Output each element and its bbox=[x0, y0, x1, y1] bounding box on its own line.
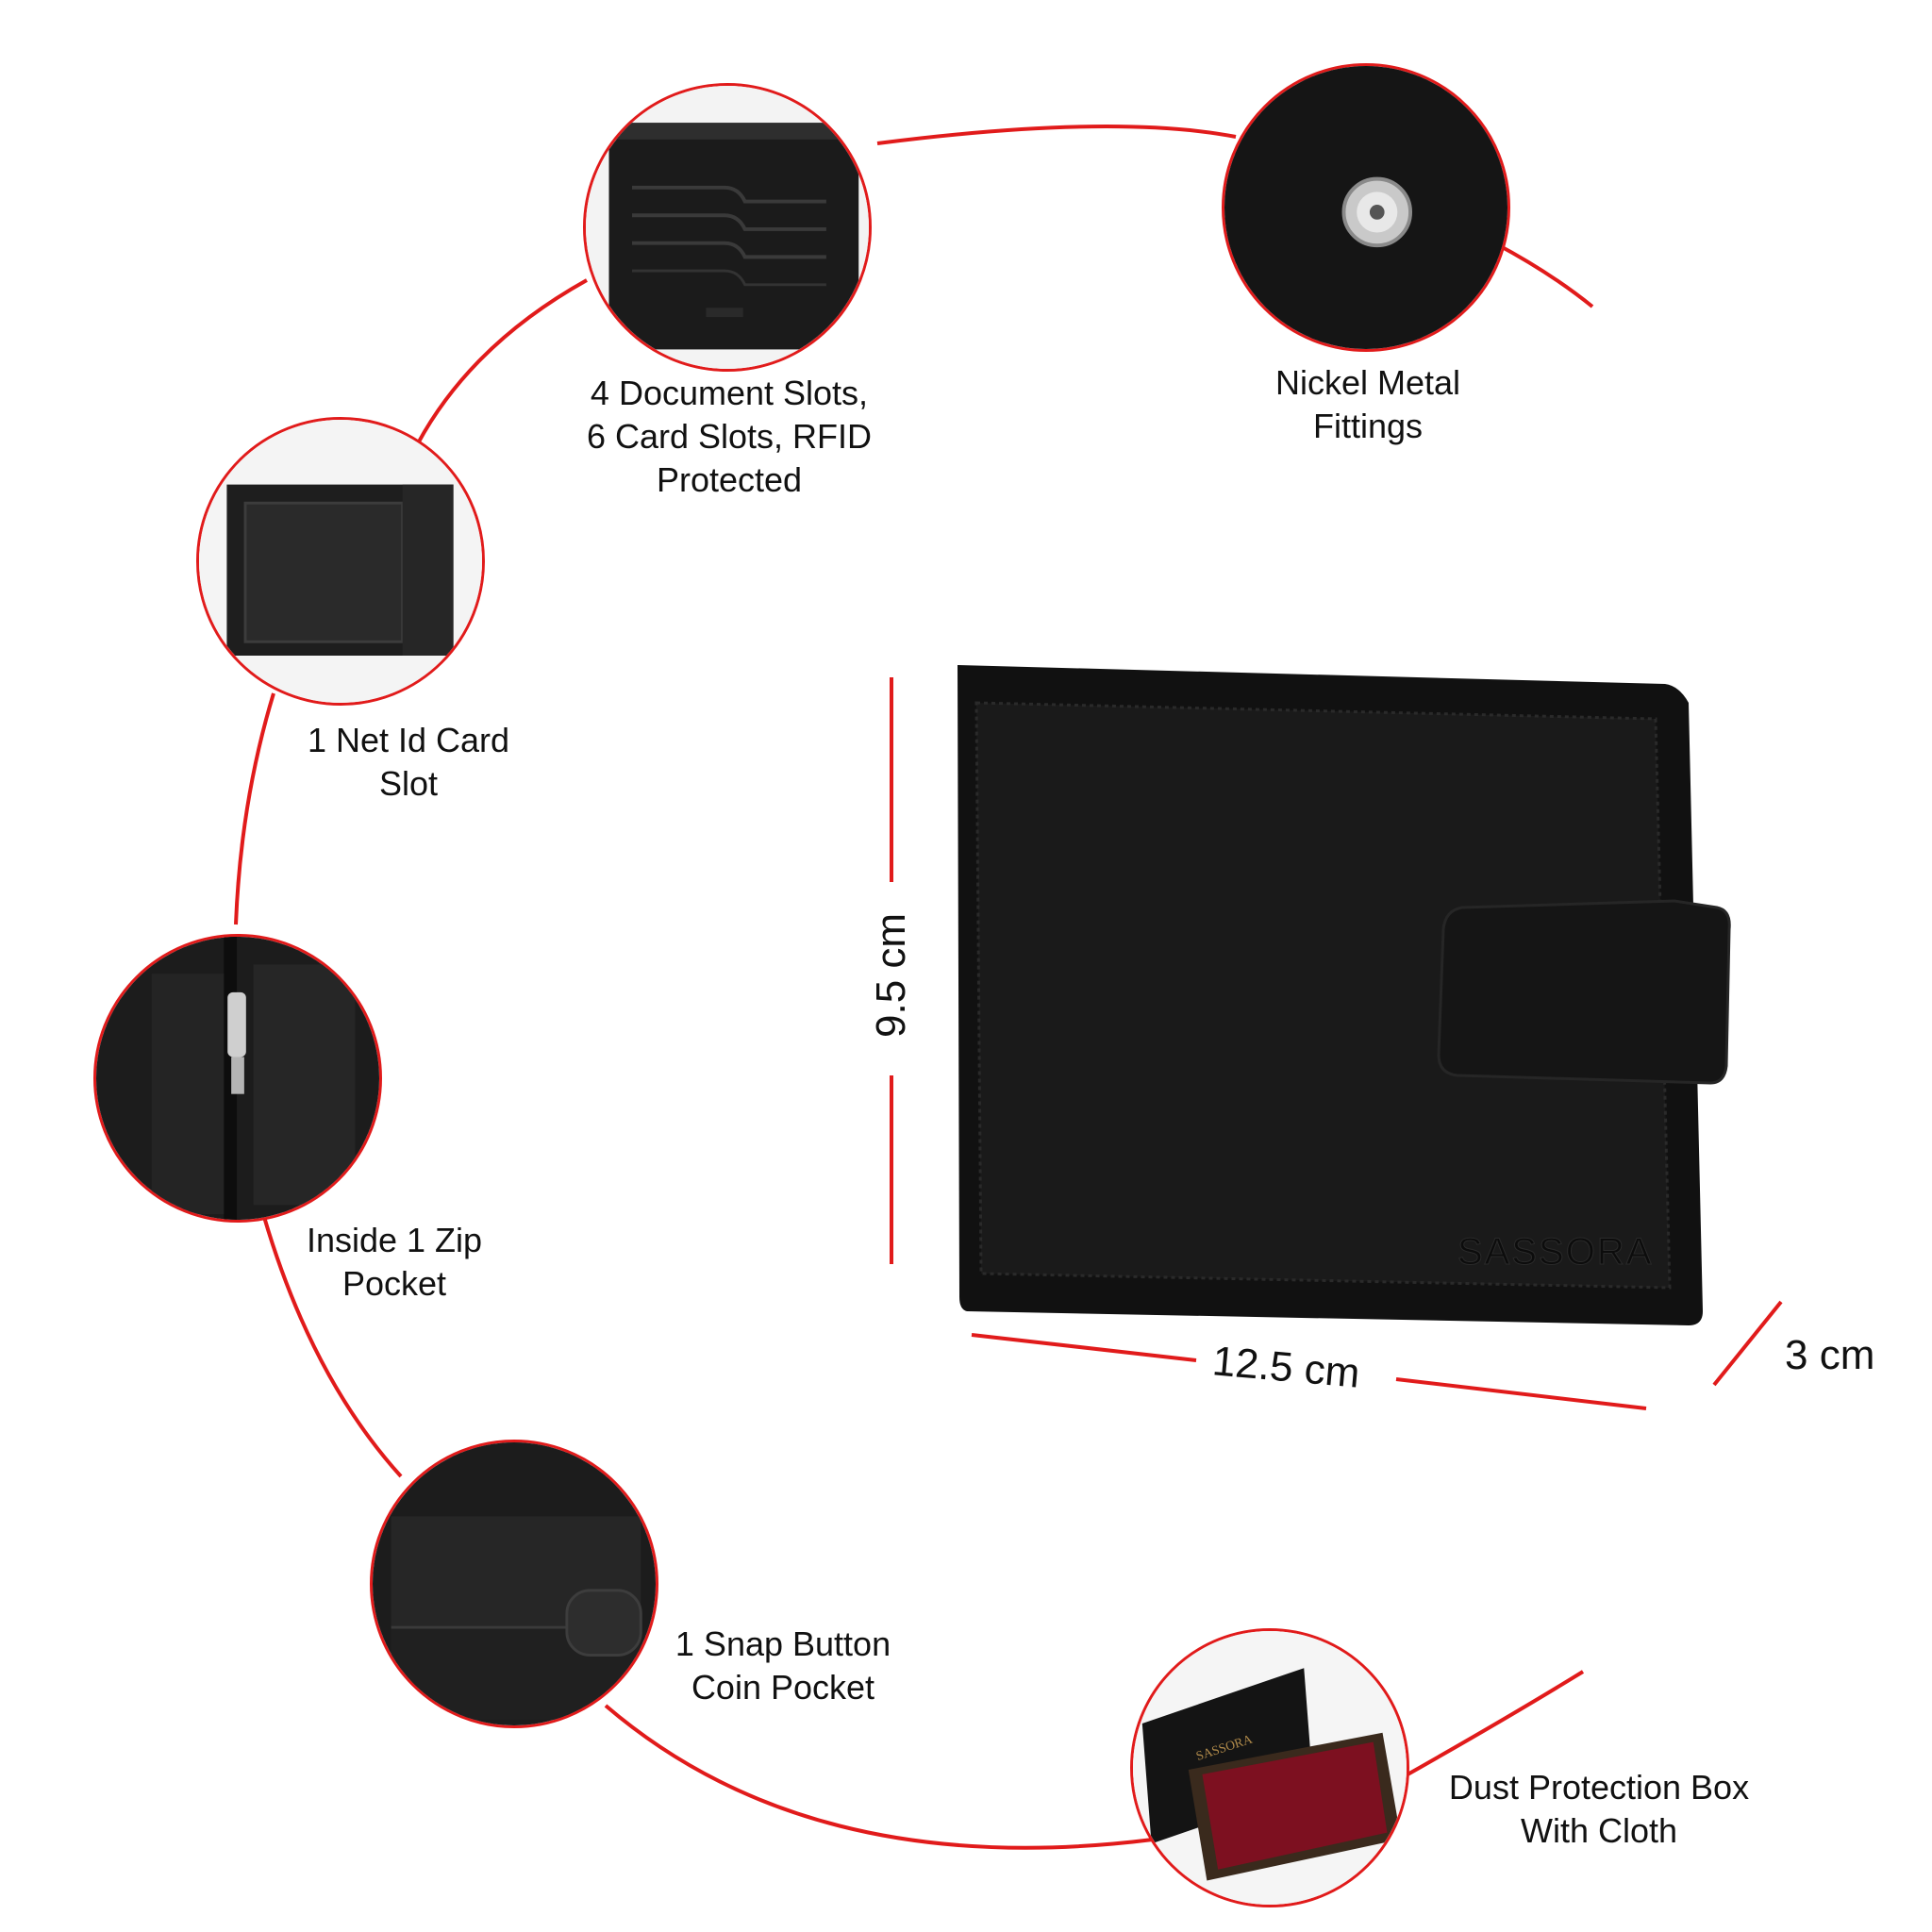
detail-circle-dust-box: SASSORA bbox=[1130, 1628, 1409, 1907]
net-id-slot-icon bbox=[199, 420, 482, 703]
detail-circle-zip-pocket bbox=[93, 934, 382, 1223]
depth-dimension-label: 3 cm bbox=[1785, 1332, 1875, 1378]
card-slots-icon bbox=[586, 86, 869, 369]
depth-dimension-line bbox=[1712, 1300, 1783, 1387]
caption-net-id-slot: 1 Net Id Card Slot bbox=[307, 721, 510, 803]
coin-pocket-icon bbox=[373, 1442, 656, 1725]
width-dimension-line-left bbox=[971, 1333, 1197, 1362]
wallet-product-image: SASSORA bbox=[948, 660, 1731, 1340]
detail-circle-coin-pocket bbox=[370, 1440, 658, 1728]
detail-circle-document-slots bbox=[583, 83, 872, 372]
detail-circle-nickel-fittings bbox=[1222, 63, 1510, 352]
caption-coin-pocket: 1 Snap Button Coin Pocket bbox=[675, 1624, 891, 1707]
wallet-brand-logo: SASSORA bbox=[1457, 1231, 1653, 1273]
caption-zip-pocket: Inside 1 Zip Pocket bbox=[306, 1221, 483, 1303]
caption-dust-box: Dust Protection Box With Cloth bbox=[1448, 1768, 1750, 1850]
caption-document-slots: 4 Document Slots, 6 Card Slots, RFID Pro… bbox=[586, 374, 873, 499]
detail-circle-net-id-slot bbox=[196, 417, 485, 706]
snap-button-icon bbox=[1224, 66, 1507, 349]
caption-nickel-fittings: Nickel Metal Fittings bbox=[1274, 363, 1461, 445]
height-dimension-label: 9.5 cm bbox=[868, 912, 914, 1038]
width-dimension-line-right bbox=[1395, 1377, 1647, 1410]
gift-box-icon: SASSORA bbox=[1133, 1631, 1407, 1905]
zipper-icon bbox=[96, 937, 379, 1220]
